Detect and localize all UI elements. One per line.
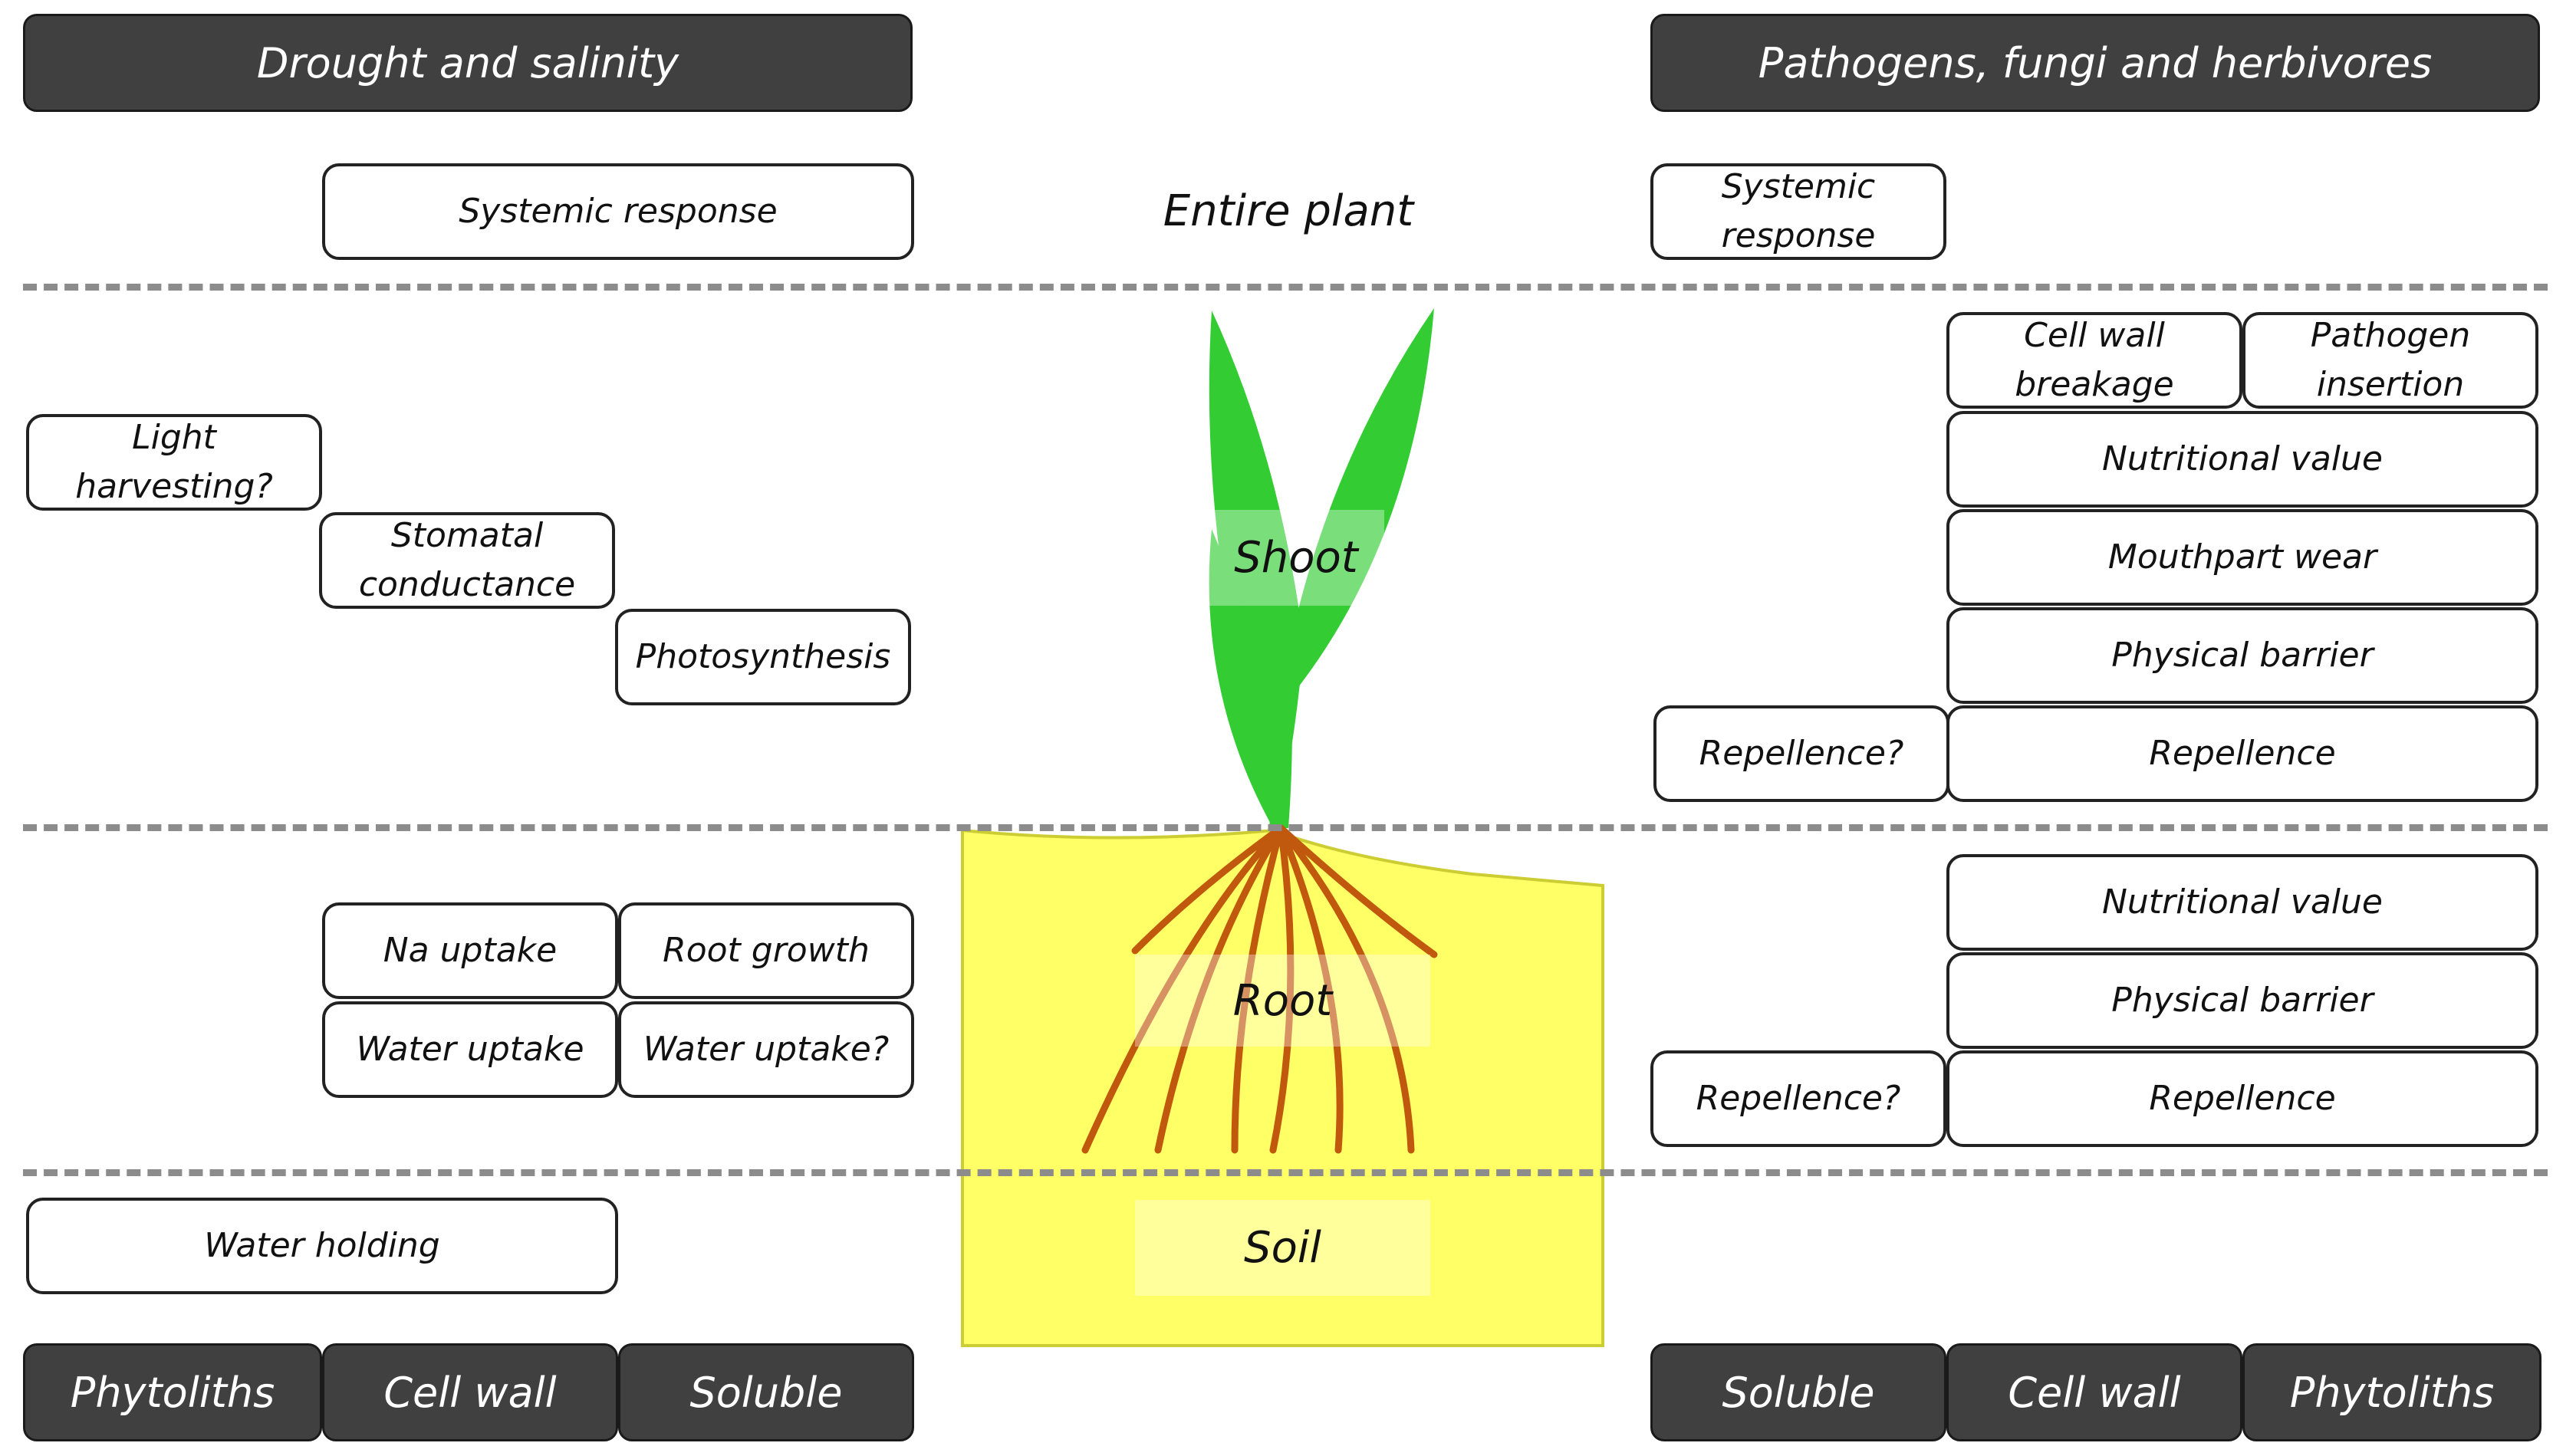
level-shoot: Shoot	[1208, 510, 1384, 606]
level-entire-plant: Entire plant	[1163, 186, 1414, 236]
right-repellence-q-root: Repellence?	[1650, 1050, 1946, 1147]
right-repellence-root: Repellence	[1946, 1050, 2538, 1147]
right-physical-barrier-root: Physical barrier	[1946, 952, 2538, 1049]
left-photosynthesis: Photosynthesis	[615, 609, 911, 705]
right-cell-wall-breakage: Cell wall breakage	[1946, 312, 2242, 409]
header-pathogens: Pathogens, fungi and herbivores	[1650, 14, 2540, 112]
stem	[1269, 613, 1292, 828]
separator-shoot-root	[23, 824, 2548, 831]
left-water-uptake-q: Water uptake?	[618, 1001, 914, 1098]
right-repellence-q-shoot: Repellence?	[1653, 705, 1949, 802]
left-na-uptake: Na uptake	[322, 902, 618, 999]
right-nutritional-value-shoot: Nutritional value	[1946, 411, 2538, 508]
left-systemic-response: Systemic response	[322, 163, 914, 260]
left-stomatal-conductance: Stomatal conductance	[319, 512, 615, 609]
level-root: Root	[1135, 955, 1430, 1047]
right-systemic-response: Systemic response	[1650, 163, 1946, 260]
footer-right-phytoliths: Phytoliths	[2242, 1343, 2541, 1441]
right-repellence-shoot: Repellence	[1946, 705, 2538, 802]
footer-left-cell-wall: Cell wall	[322, 1343, 618, 1441]
shoot-leaves	[1209, 308, 1434, 828]
level-soil: Soil	[1135, 1200, 1430, 1296]
left-root-growth: Root growth	[618, 902, 914, 999]
roots	[1081, 824, 1438, 1154]
footer-right-soluble: Soluble	[1650, 1343, 1946, 1441]
right-pathogen-insertion: Pathogen insertion	[2242, 312, 2538, 409]
separator-entire-plant	[23, 284, 2548, 291]
left-water-uptake: Water uptake	[322, 1001, 618, 1098]
header-drought-salinity: Drought and salinity	[23, 14, 913, 112]
leaf-left-low	[1209, 529, 1288, 828]
left-water-holding: Water holding	[26, 1198, 618, 1294]
footer-right-cell-wall: Cell wall	[1946, 1343, 2242, 1441]
separator-root-soil	[23, 1169, 2548, 1176]
leaf-right-top	[1281, 308, 1434, 690]
footer-left-soluble: Soluble	[618, 1343, 914, 1441]
left-light-harvesting: Light harvesting?	[26, 414, 322, 511]
right-nutritional-value-root: Nutritional value	[1946, 854, 2538, 951]
footer-left-phytoliths: Phytoliths	[23, 1343, 322, 1441]
right-mouthpart-wear: Mouthpart wear	[1946, 509, 2538, 606]
right-physical-barrier-shoot: Physical barrier	[1946, 607, 2538, 704]
